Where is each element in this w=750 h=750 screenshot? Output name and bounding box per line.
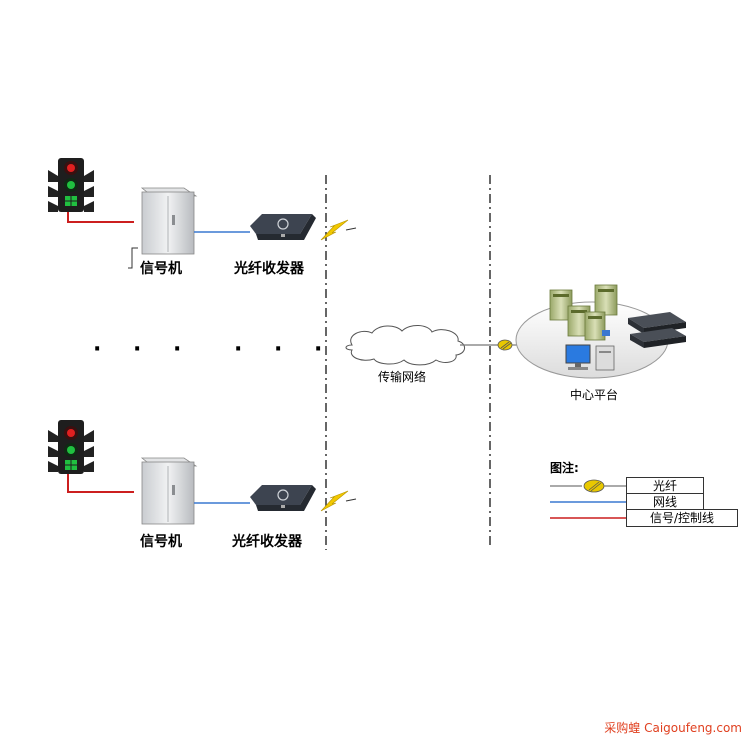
lightning-icon	[320, 219, 349, 241]
legend-signal-label: 信号/控制线	[626, 509, 738, 527]
router-icon	[628, 312, 686, 348]
traffic-light-top	[48, 158, 94, 212]
ellipsis-left: · · ·	[93, 337, 194, 362]
fiber-transceiver-top	[250, 214, 316, 240]
transceiver-label-top: 光纤收发器	[234, 261, 304, 277]
server-icon	[549, 284, 618, 341]
cabinet-bracket-top	[128, 247, 138, 269]
lightning-tail-bottom	[345, 498, 357, 502]
transceiver-label-bottom: 光纤收发器	[232, 534, 302, 550]
legend-title: 图注:	[550, 461, 579, 475]
workstation-icon	[565, 344, 615, 371]
signal-machine-label-top: 信号机	[140, 261, 182, 277]
signal-cabinet-bottom	[140, 457, 198, 525]
signal-line-bottom	[67, 474, 134, 493]
network-cloud	[345, 325, 465, 366]
signal-cabinet-top	[140, 187, 198, 255]
watermark: 采购蝗 Caigoufeng.com	[604, 721, 742, 735]
lightning-icon	[320, 490, 349, 512]
fiber-transceiver-bottom	[250, 485, 316, 511]
lightning-tail-top	[345, 227, 357, 231]
ellipsis-right: · · ·	[234, 337, 335, 362]
traffic-light-bottom	[48, 420, 94, 474]
signal-line-top	[67, 212, 134, 223]
network-label: 传输网络	[378, 370, 427, 384]
center-platform-label: 中心平台	[570, 388, 619, 402]
signal-machine-label-bottom: 信号机	[140, 534, 182, 550]
